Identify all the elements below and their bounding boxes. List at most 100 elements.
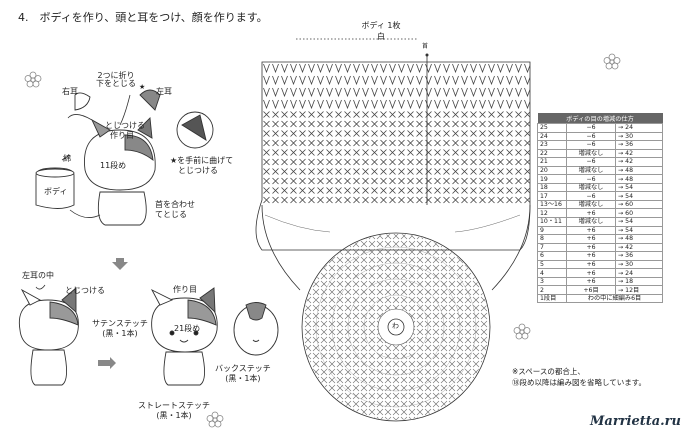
table-cell: −6: [566, 174, 616, 184]
table-row: 23−6→ 36: [537, 140, 663, 150]
table-cell: 10・11: [537, 217, 567, 227]
label-attach2: とじつける: [65, 286, 105, 295]
table-cell: 17: [537, 191, 567, 201]
watermark-logo: Marrietta.ru: [590, 414, 681, 429]
table-cell: 8: [537, 234, 567, 244]
table-row: 8+6→ 48: [537, 234, 663, 244]
table-cell: −6: [566, 131, 616, 142]
label-straight: ストレートステッチ(黒・1本): [138, 401, 210, 420]
label-fold: 2つに折り下をとじる: [96, 71, 136, 88]
table-row: 5+6→ 30: [537, 259, 663, 270]
table-cell: → 48: [615, 234, 663, 244]
table-cell: 増減なし: [566, 148, 616, 159]
table-cell: 7: [537, 242, 567, 253]
note-text: ※スペースの都合上、⑱段め以降は編み図を省略しています。: [512, 367, 647, 387]
table-cell: → 36: [615, 251, 663, 261]
table-cell: 23: [537, 140, 567, 150]
table-cell: → 36: [615, 140, 663, 150]
ear-detail-icon: [176, 111, 214, 149]
table-cell: −6: [566, 191, 616, 201]
label-inner-left-ear: 左耳の中: [22, 271, 54, 280]
table-cell: +6: [566, 242, 616, 253]
cat-head-top: [83, 117, 156, 191]
label-row11: 11段め: [100, 161, 127, 170]
label-cotton: 綿: [63, 154, 71, 163]
step-title: 4. ボディを作り、頭と耳をつけ、顔を作ります。: [18, 11, 268, 24]
table-cell: 19: [537, 174, 567, 184]
table-cell: → 54: [615, 182, 663, 193]
label-left-ear: 左耳: [156, 87, 172, 96]
center-ring-label: わ: [392, 322, 399, 330]
flower-icon: [24, 53, 621, 428]
table-row: 12+6→ 60: [537, 208, 663, 218]
table-cell: −6: [566, 123, 616, 133]
ear-left-icon: [74, 89, 161, 111]
table-cell: +6: [566, 234, 616, 244]
table-cell: → 30: [615, 259, 663, 270]
label-row21: 21段め: [174, 324, 201, 333]
chart-color: 白: [377, 32, 385, 41]
table-row: 21−6→ 42: [537, 157, 663, 167]
table-cell: → 12目: [615, 285, 663, 295]
table-cell: → 24: [615, 123, 663, 133]
table-cell: → 60: [615, 199, 663, 210]
chart-title: ボディ 1枚: [361, 21, 401, 30]
table-cell: → 60: [615, 208, 663, 218]
neck-marker: 首: [422, 43, 429, 50]
table-cell: −6: [566, 157, 616, 167]
body-tube-icon: [35, 167, 75, 209]
table-cell: +6: [566, 251, 616, 261]
table-row: 7+6→ 42: [537, 242, 663, 253]
table-cell: 20: [537, 165, 567, 176]
label-right-ear: 右耳: [62, 87, 78, 96]
table-row: 2+6目→ 12目: [537, 285, 663, 295]
table-row: 6+6→ 36: [537, 251, 663, 261]
label-attach: とじつける: [105, 121, 145, 130]
table-cell: +6目: [566, 285, 616, 295]
table-cell: −6: [566, 140, 616, 150]
table-cell: 24: [537, 131, 567, 142]
label-start: 作り目: [110, 131, 134, 140]
table-cell: 1段目: [537, 293, 567, 304]
right-arrow-icon: [98, 357, 116, 369]
table-cell: 9: [537, 225, 567, 236]
table-row: 3+6→ 18: [537, 276, 663, 287]
table-cell: → 30: [615, 131, 663, 142]
table-cell: 4: [537, 268, 567, 278]
table-cell: → 48: [615, 174, 663, 184]
table-row: 25−6→ 24: [537, 123, 663, 133]
table-cell: 5: [537, 259, 567, 270]
table-cell: 増減なし: [566, 165, 616, 176]
table-cell: わの中に細編み6目: [566, 293, 663, 304]
star-mark: ★: [139, 83, 146, 91]
table-cell: 2: [537, 285, 567, 295]
table-cell: → 18: [615, 276, 663, 287]
table-cell: → 42: [615, 242, 663, 253]
table-row: 19−6→ 48: [537, 174, 663, 184]
table-cell: → 54: [615, 225, 663, 236]
table-row: 9+6→ 54: [537, 225, 663, 236]
label-back-stitch: バックステッチ(黒・1本): [215, 364, 271, 383]
table-row: 4+6→ 24: [537, 268, 663, 278]
table-cell: 22: [537, 148, 567, 159]
table-row: 1段目わの中に細編み6目: [537, 293, 663, 304]
table-cell: 12: [537, 208, 567, 218]
table-cell: +6: [566, 268, 616, 278]
table-cell: → 48: [615, 165, 663, 176]
table-cell: 増減なし: [566, 182, 616, 193]
cat-back-head: [233, 302, 279, 356]
cat-plain: [18, 287, 79, 386]
table-row: 17−6→ 54: [537, 191, 663, 201]
table-cell: +6: [566, 276, 616, 287]
cat-body-top: [97, 191, 147, 226]
table-cell: +6: [566, 259, 616, 270]
arrow-icon: [69, 209, 101, 218]
down-arrow-icon: [112, 258, 128, 270]
label-neck: 首を合わせてとじる: [155, 200, 195, 219]
